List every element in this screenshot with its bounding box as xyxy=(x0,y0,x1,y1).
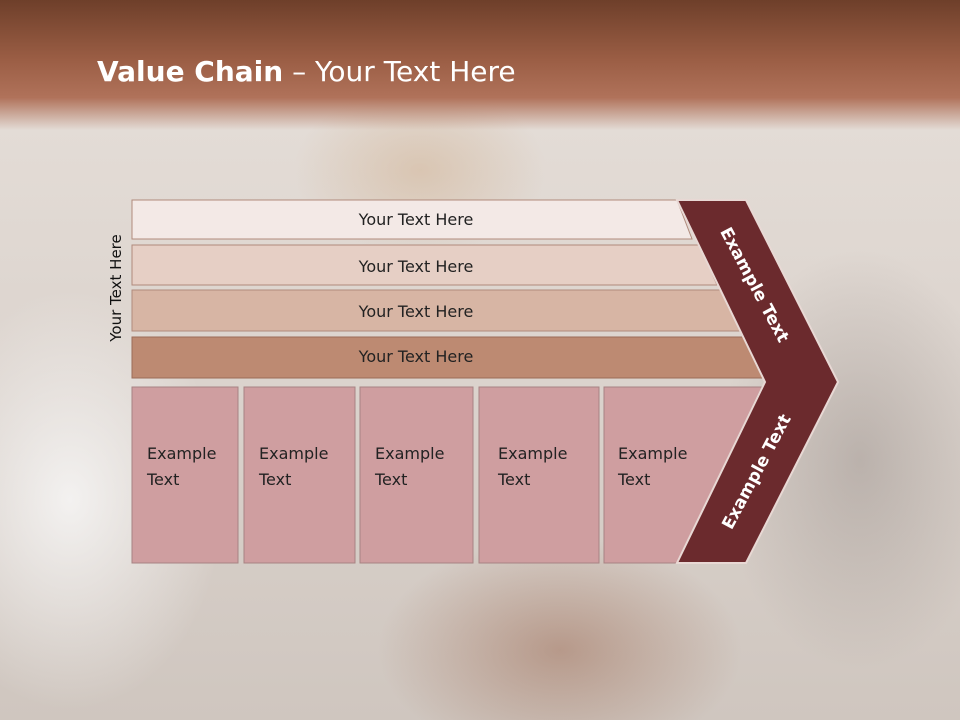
box-1-line-2: Text xyxy=(146,470,179,489)
example-box-2[interactable] xyxy=(243,386,356,564)
box-2-line-2: Text xyxy=(258,470,291,489)
reflection-box-3-line-1: Example xyxy=(375,665,444,684)
box-3-line-2: Text xyxy=(374,470,407,489)
row-bar-1[interactable] xyxy=(131,199,693,240)
row-label-4: Your Text Here xyxy=(358,347,474,366)
example-box-3[interactable] xyxy=(359,386,474,564)
box-4-line-1: Example xyxy=(498,444,567,463)
box-2-line-1: Example xyxy=(259,444,328,463)
row-label-2: Your Text Here xyxy=(358,257,474,276)
reflection-box-2-line-1: Example xyxy=(259,665,328,684)
example-box-4[interactable] xyxy=(478,386,600,564)
diagram-reflection: Example Text Example Text Example Text E… xyxy=(131,564,825,720)
box-1-line-1: Example xyxy=(147,444,216,463)
reflection-box-4-line-2: Text xyxy=(497,639,530,658)
reflection-box-5-line-2: Text xyxy=(617,639,650,658)
slide-title: Value Chain – Your Text Here xyxy=(97,55,516,88)
row-label-3: Your Text Here xyxy=(358,302,474,321)
box-3-line-1: Example xyxy=(375,444,444,463)
reflection-box-1-line-2: Text xyxy=(146,639,179,658)
box-4-line-2: Text xyxy=(497,470,530,489)
box-5-line-1: Example xyxy=(618,444,687,463)
row-label-1: Your Text Here xyxy=(358,210,474,229)
reflection-box-1-line-1: Example xyxy=(147,665,216,684)
reflection-box-4-line-1: Example xyxy=(498,665,567,684)
title-bar xyxy=(0,0,960,130)
reflection-box-3-line-2: Text xyxy=(374,639,407,658)
slide-title-bold: Value Chain xyxy=(97,55,284,88)
slide-title-rest: – Your Text Here xyxy=(283,55,516,88)
reflection-box-2-line-2: Text xyxy=(258,639,291,658)
box-5-line-2: Text xyxy=(617,470,650,489)
chevron-arrow[interactable] xyxy=(675,199,840,564)
reflection-box-5-line-1: Example xyxy=(618,665,687,684)
example-box-1[interactable] xyxy=(131,386,239,564)
